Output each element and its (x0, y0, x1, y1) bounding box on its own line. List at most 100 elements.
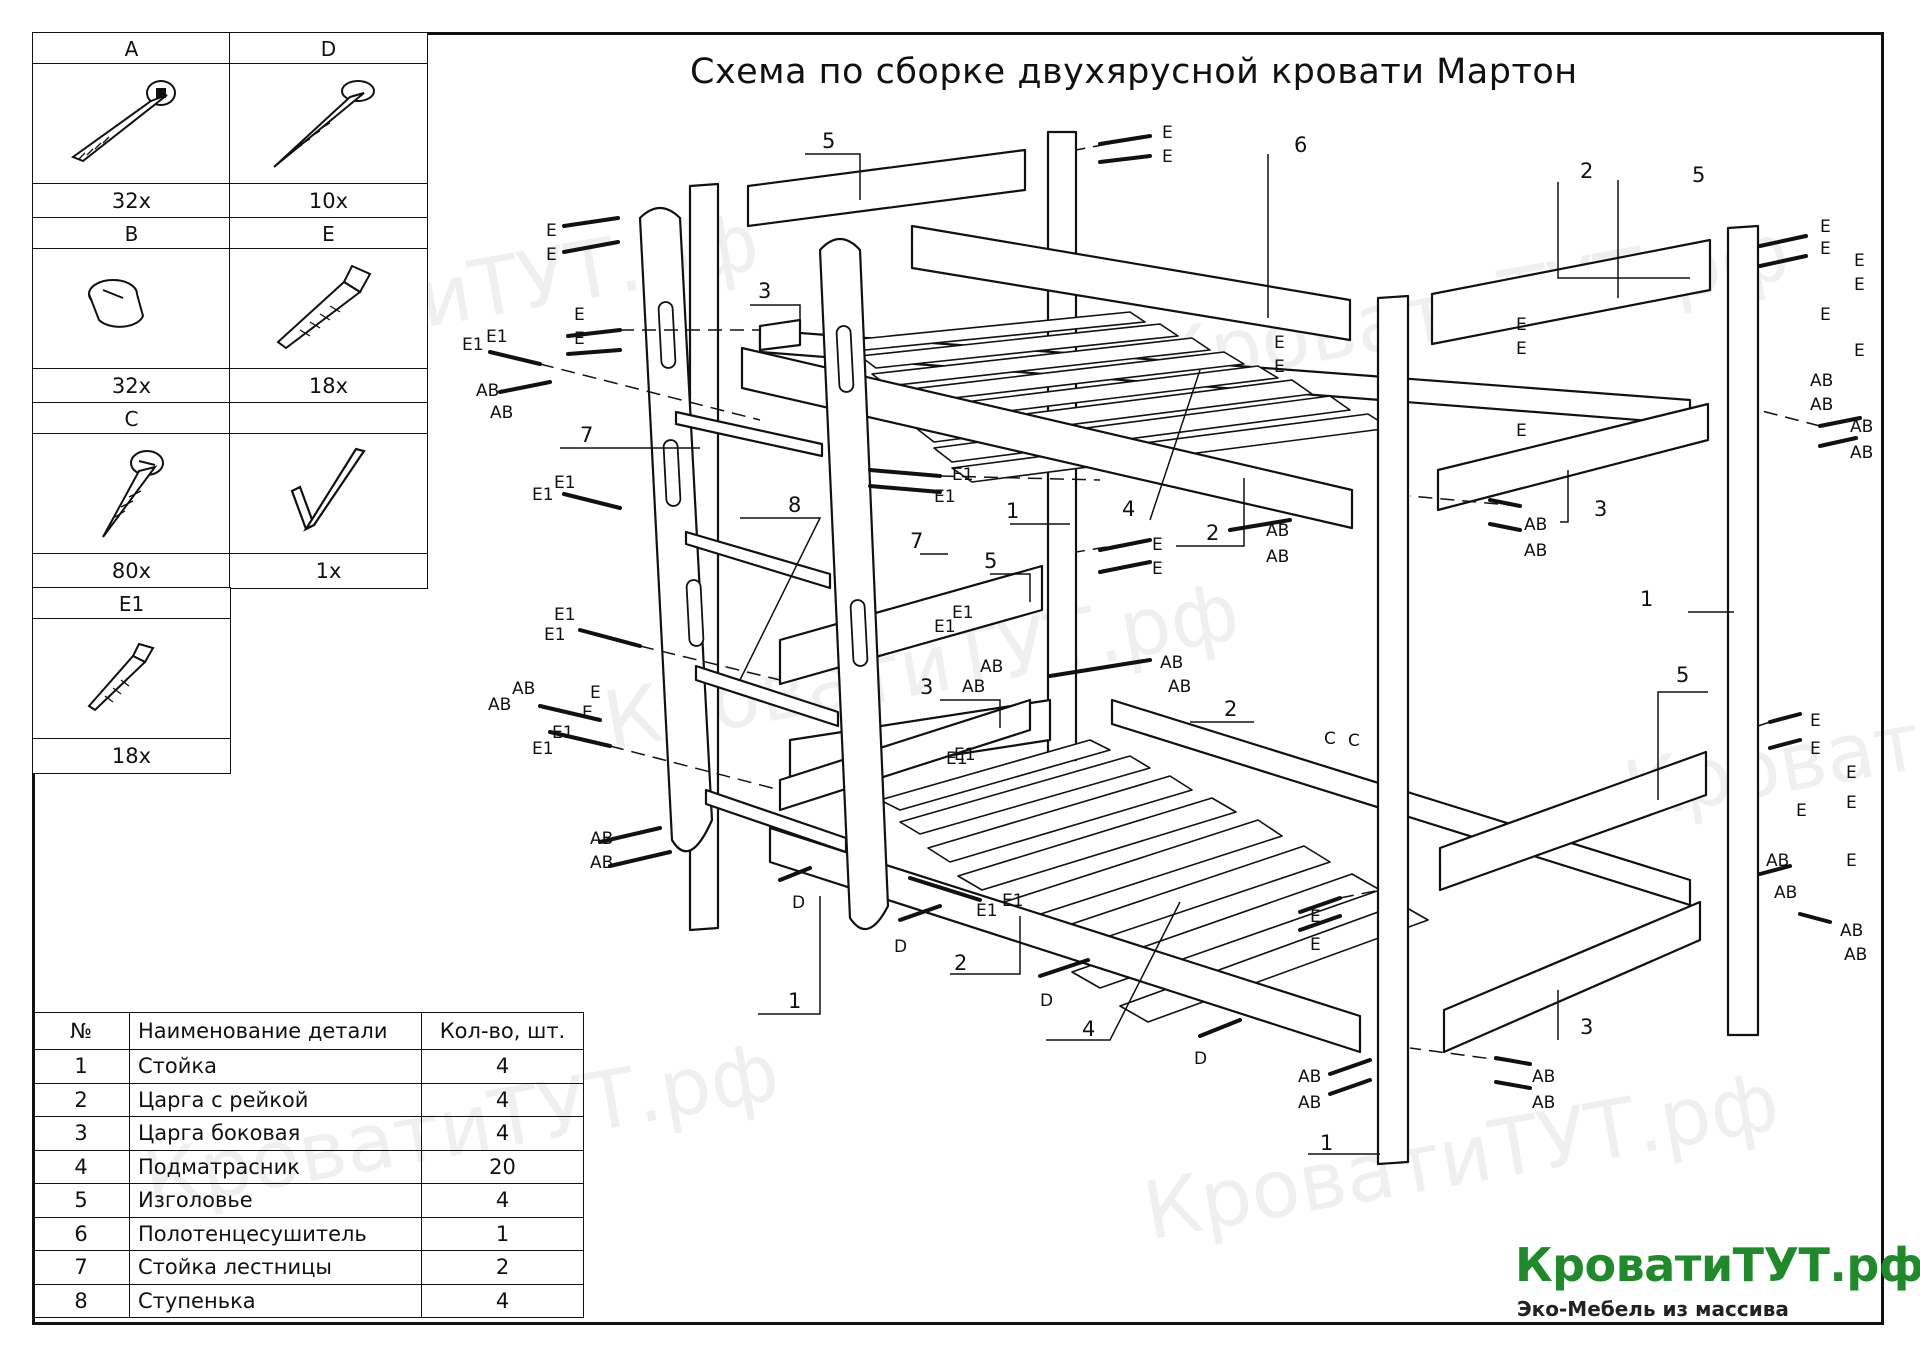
lower-end-rail-right (1442, 900, 1702, 1054)
post-front-right (1376, 294, 1410, 1166)
callout-1: 1 (1640, 587, 1653, 611)
callout-6: 6 (1294, 133, 1307, 157)
upper-rail-near (740, 346, 1354, 530)
label-e1: E1 (552, 723, 574, 743)
label-d: D (1040, 991, 1053, 1011)
hardware-qty: 18x (308, 374, 349, 398)
barrel-nut-icon (43, 256, 220, 360)
cell-name: Изголовье (129, 1183, 422, 1218)
wood-screw-icon (240, 71, 417, 175)
cell-no: 7 (32, 1250, 130, 1285)
label-ab: AB (1266, 547, 1289, 567)
label-ab: AB (590, 829, 613, 849)
label-ab: AB (490, 403, 513, 423)
label-ab: AB (980, 657, 1003, 677)
label-e: E (1162, 123, 1173, 143)
label-e: E (1152, 535, 1163, 555)
label-ab: AB (962, 677, 985, 697)
callout-5: 5 (984, 549, 997, 573)
callout-5: 5 (1676, 663, 1689, 687)
divider (33, 63, 230, 64)
cell-name: Ступенька (129, 1283, 422, 1318)
label-ab: AB (488, 695, 511, 715)
cell-no: 4 (32, 1149, 130, 1184)
part-callouts: 5 6 2 5 3 7 1 4 2 3 8 7 5 1 3 2 5 3 2 4 … (580, 129, 1705, 1155)
label-ab: AB (1532, 1067, 1555, 1087)
label-e: E (1820, 217, 1831, 237)
label-e: E (1310, 935, 1321, 955)
brand-tagline: Эко-Мебель из массива (1517, 1297, 1789, 1321)
label-e1: E1 (1002, 891, 1024, 911)
callout-3: 3 (920, 675, 933, 699)
label-ab: AB (1850, 443, 1873, 463)
divider (33, 183, 230, 184)
hardware-code: B (124, 222, 139, 246)
lower-back-left-rail (778, 698, 1032, 812)
cell-no: 5 (32, 1183, 130, 1218)
label-e1: E1 (952, 603, 974, 623)
label-ab: AB (1840, 921, 1863, 941)
parts-table-header: № Наименование детали Кол-во, шт. (32, 1012, 584, 1050)
label-e: E (1516, 421, 1527, 441)
ladder-step-2 (684, 530, 832, 590)
callout-7: 7 (910, 529, 923, 553)
ladder-rail-left (638, 206, 714, 853)
hardware-qty: 32x (111, 189, 152, 213)
callout-8: 8 (788, 493, 801, 517)
brand-logo: КроватиТУТ.рф (1515, 1238, 1920, 1292)
label-ab: AB (1298, 1093, 1321, 1113)
label-e: E (1846, 851, 1857, 871)
callout-4: 4 (1122, 497, 1135, 521)
callout-2: 2 (1224, 697, 1237, 721)
label-ab: AB (1160, 653, 1183, 673)
hardware-qty: 1x (315, 559, 342, 583)
cell-qty: 20 (421, 1149, 584, 1184)
label-ab: AB (1850, 417, 1873, 437)
label-ab: AB (1532, 1093, 1555, 1113)
callout-1: 1 (788, 989, 801, 1013)
label-e1: E1 (486, 327, 508, 347)
label-e1: E1 (934, 617, 956, 637)
towel-rail (910, 224, 1352, 342)
callout-2: 2 (1206, 521, 1219, 545)
confirmat-screw-small-icon (43, 626, 220, 730)
hardware-qty: 80x (111, 559, 152, 583)
cell-no: 2 (32, 1082, 130, 1117)
post-back-right (1726, 224, 1760, 1037)
label-e: E (1796, 801, 1807, 821)
callout-1: 1 (1320, 1131, 1333, 1155)
headboard-lower-right (1438, 750, 1708, 892)
label-e1: E1 (532, 739, 554, 759)
label-e: E (1162, 147, 1173, 167)
page-title: Схема по сборке двухярусной кровати Март… (690, 52, 1578, 92)
label-e: E (1854, 251, 1865, 271)
cell-name: Стойка (129, 1049, 422, 1084)
cell-qty: 4 (421, 1183, 584, 1218)
label-ab: AB (512, 679, 535, 699)
ladder-step-1 (674, 410, 824, 458)
cell-qty: 4 (421, 1283, 584, 1318)
ladder-slots (657, 301, 869, 667)
label-e: E (1152, 559, 1163, 579)
label-e1: E1 (946, 749, 968, 769)
ladder-step-3 (694, 664, 840, 728)
label-e: E (1516, 315, 1527, 335)
hardware-code: E1 (118, 592, 145, 616)
hardware-qty: 10x (308, 189, 349, 213)
label-ab: AB (476, 381, 499, 401)
label-e: E (1516, 339, 1527, 359)
label-e: E (1820, 305, 1831, 325)
label-ab: AB (1298, 1067, 1321, 1087)
callout-3: 3 (1580, 1015, 1593, 1039)
cell-name: Стойка лестницы (129, 1250, 422, 1285)
leader-lines (560, 153, 1734, 1155)
label-ab: AB (1524, 515, 1547, 535)
label-e: E (582, 703, 593, 723)
label-ab: AB (1766, 851, 1789, 871)
col-header-qty: Кол-во, шт. (421, 1012, 584, 1050)
